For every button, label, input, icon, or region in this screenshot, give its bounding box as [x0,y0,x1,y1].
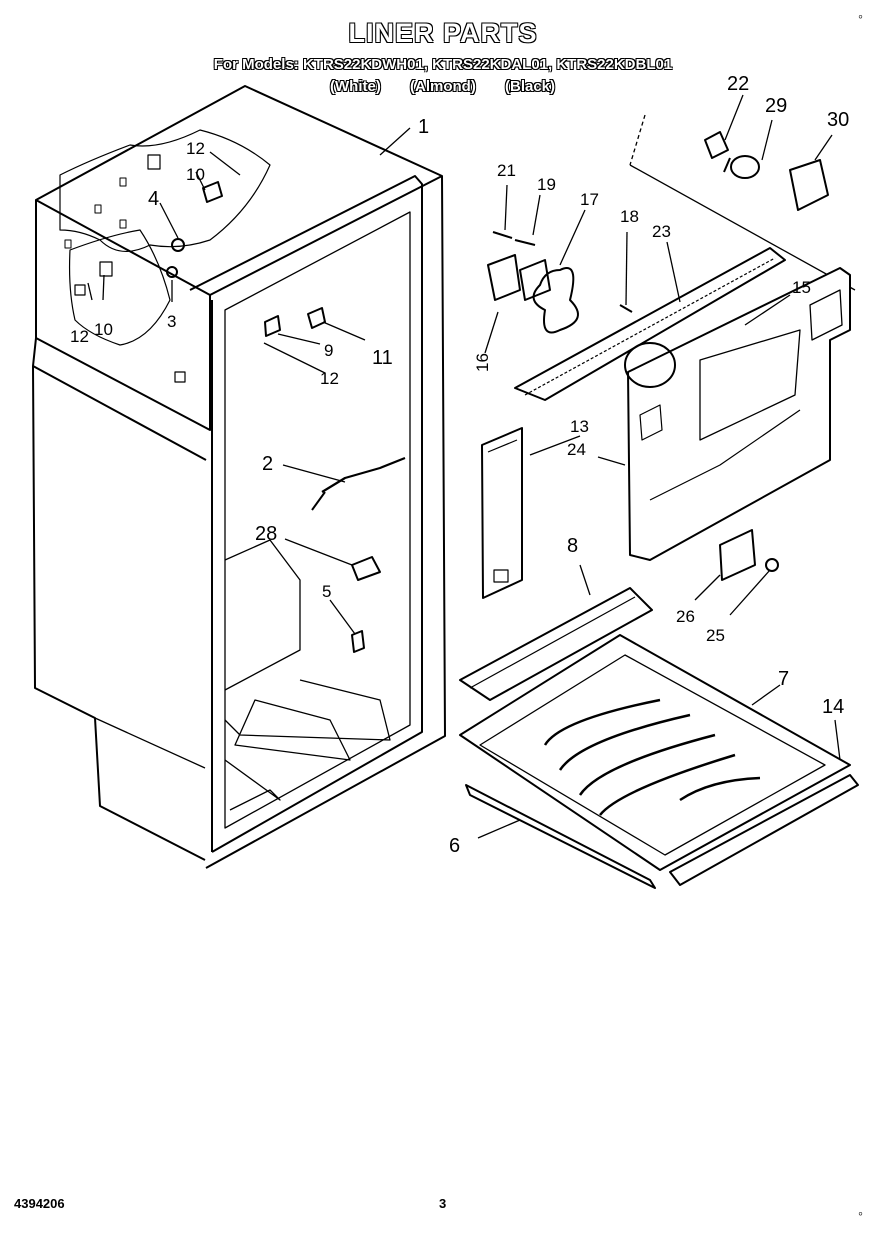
liner-cabinet [32,85,446,869]
duct-panel [481,427,523,599]
callout-16: 16 [473,353,492,372]
small-parts [166,181,406,653]
callout-11: 11 [372,347,393,369]
models-line: For Models: KTRS22KDWH01, KTRS22KDAL01, … [213,56,673,73]
callout-5: 5 [322,582,331,601]
callout-3: 3 [167,312,176,331]
callout-4: 4 [148,188,159,210]
callout-15: 15 [792,278,811,297]
light-assembly [629,114,856,291]
callout-29: 29 [765,95,787,117]
color-black: (Black) [505,78,556,95]
callout-26: 26 [676,607,695,626]
callout-28: 28 [255,523,277,545]
callout-2: 2 [262,453,273,475]
callout-14: 14 [822,696,844,718]
callout-24: 24 [567,440,586,459]
callout-6: 6 [449,835,460,857]
thermostat-bracket [719,529,779,581]
callout-9: 9 [324,341,333,360]
callout-1: 1 [418,116,429,138]
callout-19: 19 [537,175,556,194]
callout-17: 17 [580,190,599,209]
callout-23: 23 [652,222,671,241]
page-title: LINER PARTS [348,18,538,48]
corner-mark-top: ◦ [858,8,863,24]
callout-12c: 12 [320,369,339,388]
air-duct-cover [514,247,851,561]
callout-12b: 12 [70,327,89,346]
callout-13: 13 [570,417,589,436]
trim-strips [465,774,859,889]
callout-18: 18 [620,207,639,226]
crisper-pan [459,634,851,871]
callout-7: 7 [778,668,789,690]
callout-8: 8 [567,535,578,557]
callout-10a: 10 [94,320,113,339]
callout-10b: 10 [186,165,205,184]
color-almond: (Almond) [410,78,476,95]
callout-25: 25 [706,626,725,645]
color-white: (White) [330,78,381,95]
page-number: 3 [439,1196,447,1211]
callout-22: 22 [727,73,749,95]
crisper-cover-frame [459,587,653,701]
callout-30: 30 [827,109,849,131]
callout-21: 21 [497,161,516,180]
fan-motor-assembly [487,231,633,334]
corner-mark-bottom: ◦ [858,1205,863,1221]
callout-12a: 12 [186,139,205,158]
part-number: 4394206 [14,1196,65,1211]
